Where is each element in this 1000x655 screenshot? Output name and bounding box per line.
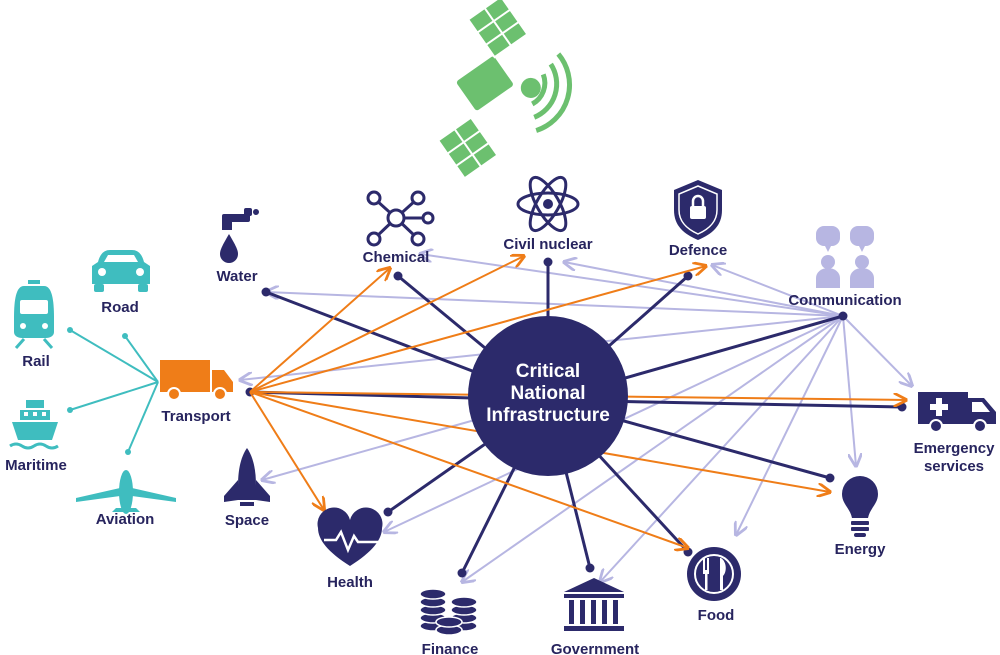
- space-label: Space: [225, 512, 269, 529]
- satellite-icon: [436, 0, 573, 180]
- sector-health: Health: [317, 507, 386, 591]
- center-line-3: Infrastructure: [486, 405, 610, 426]
- civil-nuclear-label: Civil nuclear: [503, 236, 592, 253]
- cni-center-node: Critical National Infrastructure: [468, 316, 628, 476]
- emergency-label-line-2: services: [924, 458, 984, 475]
- train-icon: [14, 280, 54, 349]
- communication-label: Communication: [788, 292, 901, 309]
- atom-icon: [516, 175, 580, 233]
- defence-label: Defence: [669, 242, 727, 259]
- transport-label: Transport: [161, 408, 230, 425]
- sector-space: Space: [224, 448, 270, 529]
- lightbulb-icon: [842, 476, 878, 537]
- energy-label: Energy: [835, 541, 887, 558]
- emergency-label-line-1: Emergency: [914, 440, 996, 457]
- sector-communication: Communication: [788, 226, 902, 309]
- space-shuttle-icon: [224, 448, 270, 506]
- molecule-icon: [366, 190, 435, 247]
- truck-icon: [160, 360, 233, 401]
- sector-finance: Finance: [419, 588, 479, 655]
- ambulance-icon: [918, 392, 996, 433]
- chemical-label: Chemical: [363, 249, 430, 266]
- government-label: Government: [551, 641, 639, 655]
- finance-label: Finance: [422, 641, 479, 655]
- sector-water: Water: [216, 208, 259, 285]
- sector-defence: Defence: [669, 180, 727, 259]
- water-tap-icon: [220, 208, 259, 263]
- sector-emergency-services: Emergency services: [914, 392, 996, 475]
- health-label: Health: [327, 574, 373, 591]
- center-line-1: Critical: [516, 361, 580, 382]
- food-label: Food: [698, 607, 735, 624]
- plate-cutlery-icon: [687, 547, 741, 601]
- heart-pulse-icon: [317, 507, 386, 566]
- sector-government: Government: [551, 578, 639, 655]
- mode-maritime: Maritime: [5, 400, 67, 474]
- airplane-icon: [76, 470, 176, 514]
- sector-food: Food: [687, 547, 741, 624]
- center-line-2: National: [511, 383, 586, 404]
- transport-mode-links: [67, 327, 159, 455]
- shield-lock-icon: [674, 180, 722, 240]
- road-label: Road: [101, 299, 139, 316]
- mode-road: Road: [92, 250, 150, 316]
- ship-icon: [9, 400, 59, 450]
- water-label: Water: [216, 268, 257, 285]
- sector-civil-nuclear: Civil nuclear: [503, 175, 593, 253]
- building-columns-icon: [564, 578, 624, 631]
- sector-energy: Energy: [835, 476, 887, 558]
- sector-chemical: Chemical: [363, 190, 435, 266]
- people-chat-icon: [816, 226, 874, 288]
- maritime-label: Maritime: [5, 457, 67, 474]
- coin-stacks-icon: [419, 588, 478, 636]
- aviation-label: Aviation: [96, 511, 155, 528]
- rail-label: Rail: [22, 353, 50, 370]
- sector-transport: Transport: [160, 360, 233, 425]
- mode-aviation: Aviation: [76, 470, 176, 528]
- mode-rail: Rail: [14, 280, 54, 370]
- car-icon: [92, 250, 150, 292]
